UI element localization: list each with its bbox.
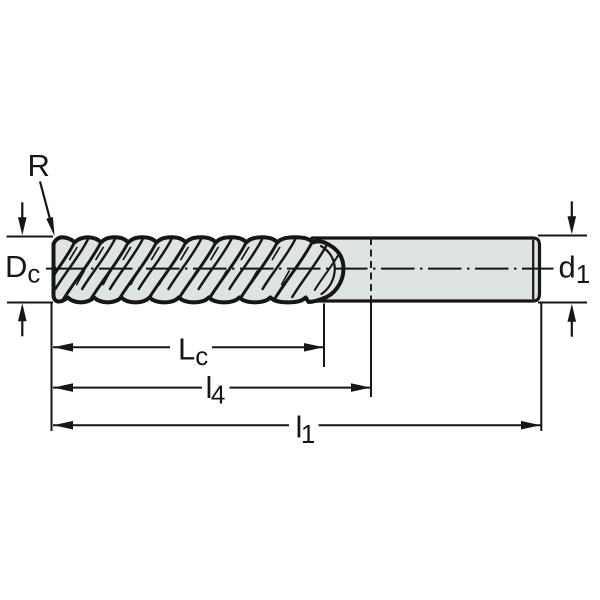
svg-text:R: R	[28, 148, 50, 183]
svg-text:l4: l4	[206, 370, 226, 410]
svg-text:l1: l1	[296, 410, 316, 450]
svg-text:Lc: Lc	[178, 331, 208, 371]
